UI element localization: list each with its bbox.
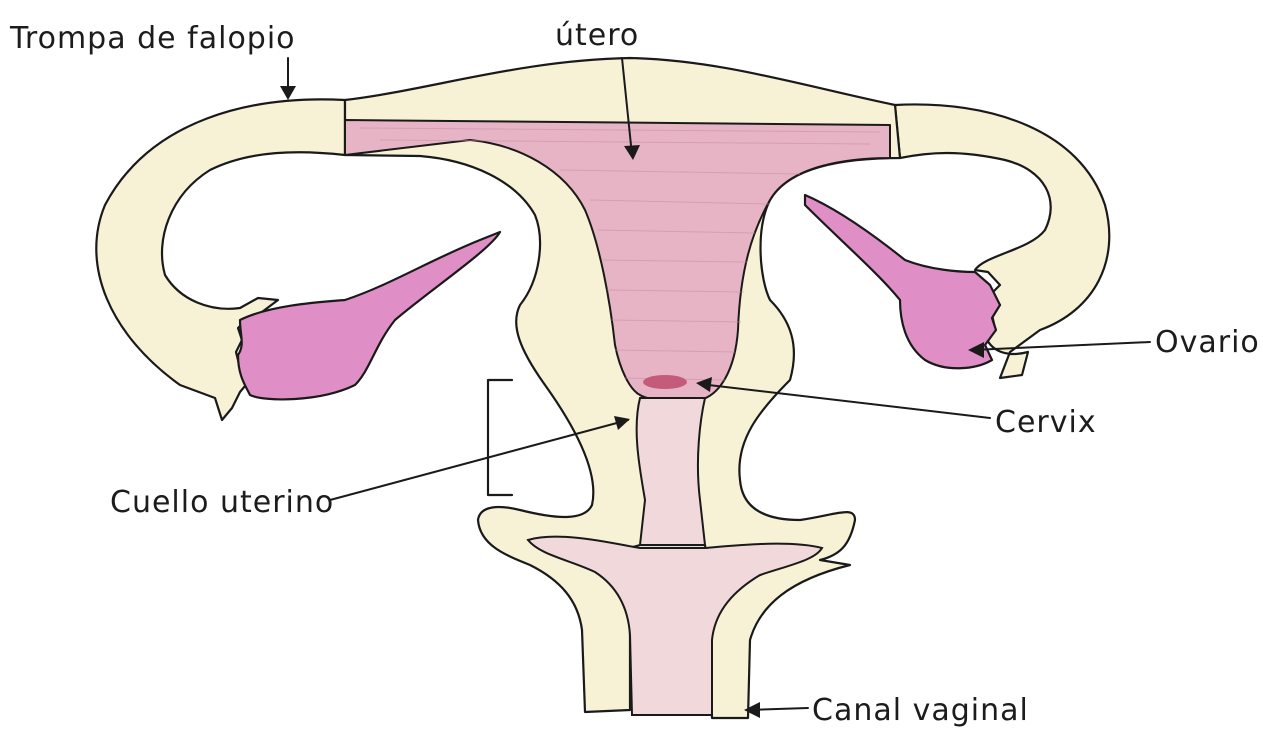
label-ovary: Ovario	[1155, 325, 1260, 360]
cervical-canal	[637, 398, 705, 545]
label-cervical-neck: Cuello uterino	[110, 485, 334, 520]
label-vaginal-canal: Canal vaginal	[812, 693, 1029, 728]
label-uterus: útero	[555, 18, 639, 53]
right-ovary	[805, 195, 1000, 368]
cervical-neck-bracket	[488, 380, 512, 495]
label-fallopian-tube: Trompa de falopio	[9, 21, 296, 56]
pointer-fallopian-tube	[280, 58, 296, 100]
left-ovary	[238, 232, 500, 399]
cervix-os	[643, 375, 687, 389]
label-cervix: Cervix	[995, 405, 1097, 440]
vaginal-lumen	[528, 537, 822, 715]
pointer-vaginal-canal	[744, 702, 808, 718]
